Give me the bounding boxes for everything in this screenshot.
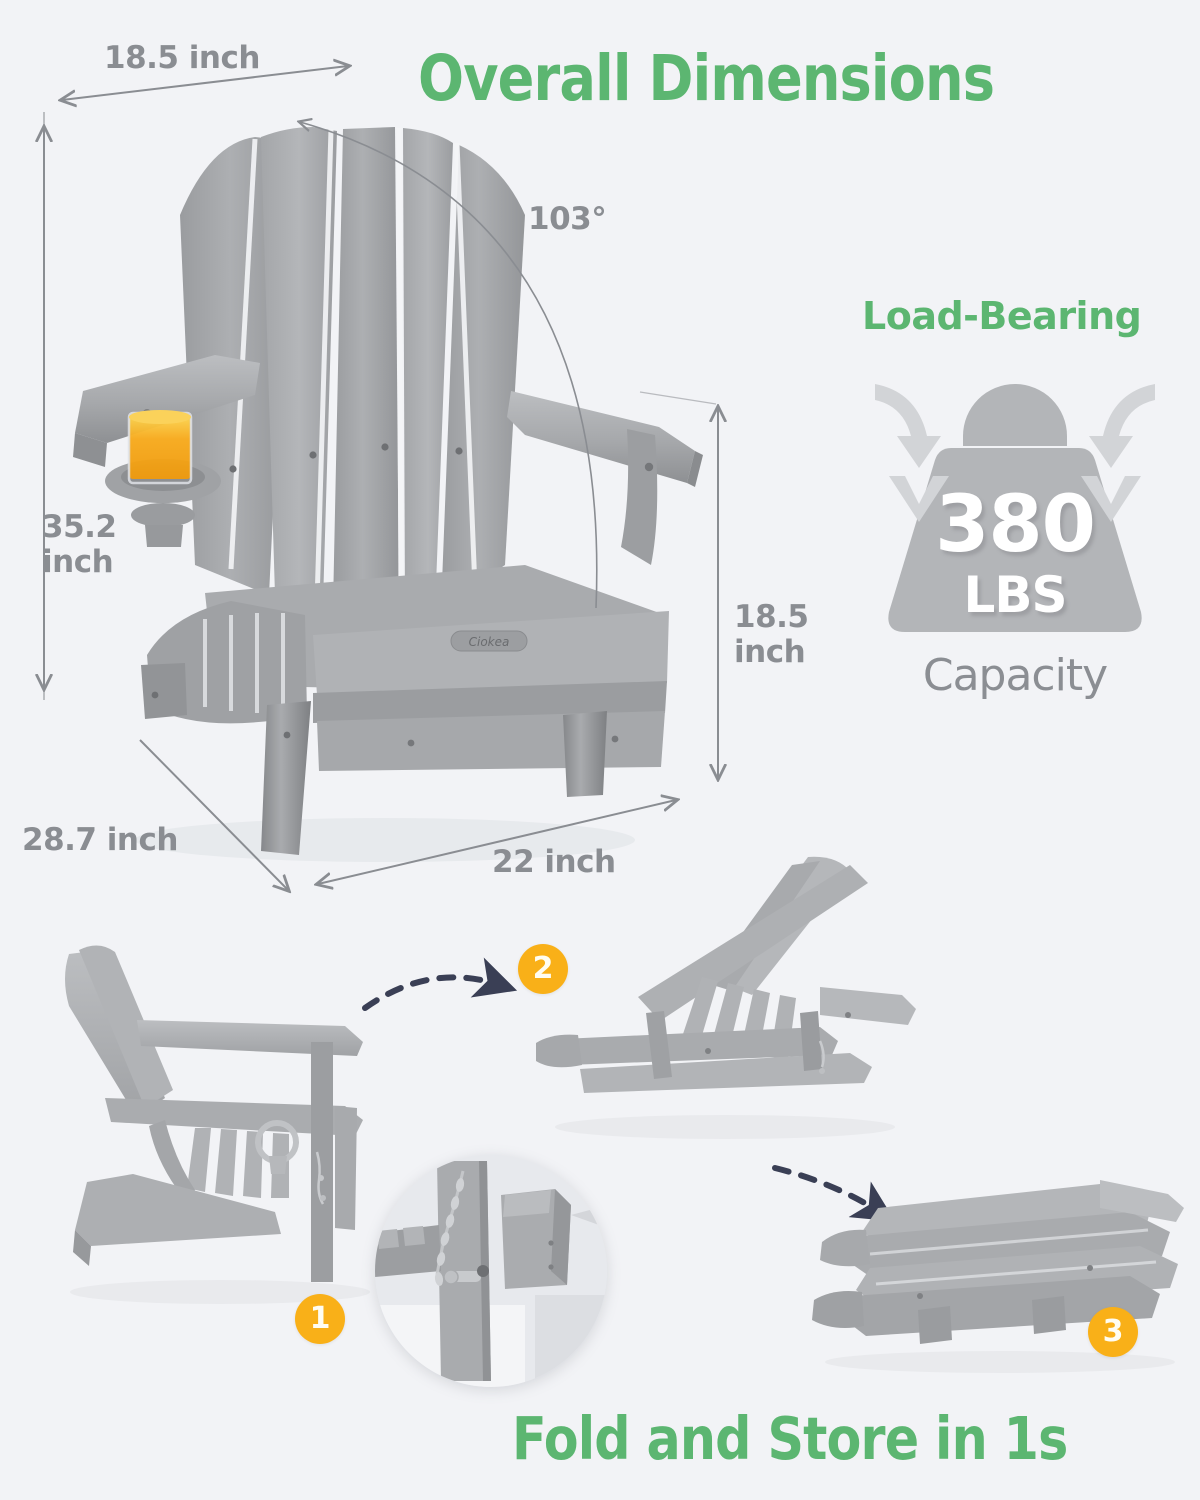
page-title-overall-dimensions: Overall Dimensions [418, 42, 995, 115]
seat-height-unit: inch [734, 633, 806, 670]
main-chair-illustration: Ciokea [55, 95, 755, 885]
svg-text:Ciokea: Ciokea [469, 635, 510, 649]
pressure-arrow-right [1081, 384, 1155, 522]
cup-holder-with-juice [105, 410, 221, 547]
weight-block-icon [875, 384, 1155, 632]
chair-right-arm [507, 391, 703, 565]
load-capacity-unit: LBS [963, 566, 1068, 624]
pressure-arrow-left [875, 384, 949, 522]
dimension-label-seat-height: 18.5 inch [734, 600, 809, 669]
dimension-label-back-angle: 103° [528, 201, 607, 237]
total-height-value: 35.2 [42, 509, 117, 545]
lock-pin-detail-svg [375, 1155, 607, 1387]
total-height-unit: inch [42, 543, 114, 580]
brand-badge: Ciokea [450, 630, 528, 652]
page-title-fold-and-store: Fold and Store in 1s [512, 1404, 1068, 1473]
dimension-label-depth: 28.7 inch [22, 822, 178, 858]
step-badge-2[interactable]: 2 [518, 944, 568, 994]
load-bearing-section: 380 LBS Capacity [845, 340, 1185, 720]
lock-pin-detail-inset [375, 1155, 607, 1387]
dimension-label-width: 22 inch [492, 844, 616, 880]
chair-front-three-quarter-svg: Ciokea [73, 127, 703, 862]
capacity-label: Capacity [922, 650, 1108, 701]
step-badge-3[interactable]: 3 [1088, 1307, 1138, 1357]
load-bearing-title: Load-Bearing [862, 294, 1142, 338]
chair-mid-fold-svg [536, 856, 916, 1139]
dimension-label-top-width: 18.5 inch [104, 40, 260, 76]
chair-side-view-svg [65, 945, 370, 1304]
step-badge-1[interactable]: 1 [295, 1294, 345, 1344]
seat-height-value: 18.5 [734, 599, 809, 635]
step-3-chair-illustration [800, 1150, 1190, 1380]
step-1-chair-illustration [45, 930, 395, 1310]
load-capacity-number: 380 [935, 480, 1096, 570]
dimension-label-total-height: 35.2 inch [42, 510, 117, 579]
step-2-chair-illustration [520, 845, 920, 1145]
chair-folded-flat-svg [812, 1180, 1184, 1373]
